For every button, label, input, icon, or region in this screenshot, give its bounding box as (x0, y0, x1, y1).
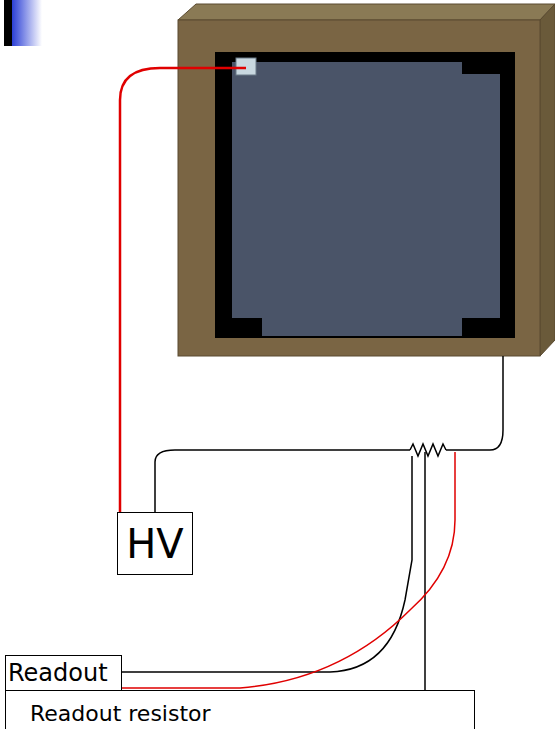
slide-corner (12, 0, 42, 46)
resistor-label-box: Readout resistor (5, 690, 475, 729)
corner-pad (215, 318, 262, 338)
resistor-leader (424, 452, 426, 690)
readout-wire (122, 456, 412, 672)
ground-wire (155, 450, 410, 512)
box-label: HV (122, 522, 187, 566)
readout-box: Readout (5, 655, 122, 691)
slide-bar (4, 0, 12, 46)
frame-side-bevel (540, 4, 555, 356)
hv-contact-pad (236, 58, 256, 75)
hv-supply-box: HV (117, 512, 193, 575)
box-label: Readout (6, 660, 110, 686)
detector-frame (178, 20, 540, 356)
detector-return-wire (446, 356, 503, 450)
box-label: Readout resistor (6, 702, 235, 726)
frame-top-bevel (178, 4, 555, 20)
resistive-plate (232, 62, 500, 336)
electrode-border (215, 52, 515, 338)
resistor-symbol (410, 444, 446, 456)
corner-pad (462, 318, 515, 338)
hv-wire (120, 68, 246, 512)
corner-pad (462, 52, 515, 74)
